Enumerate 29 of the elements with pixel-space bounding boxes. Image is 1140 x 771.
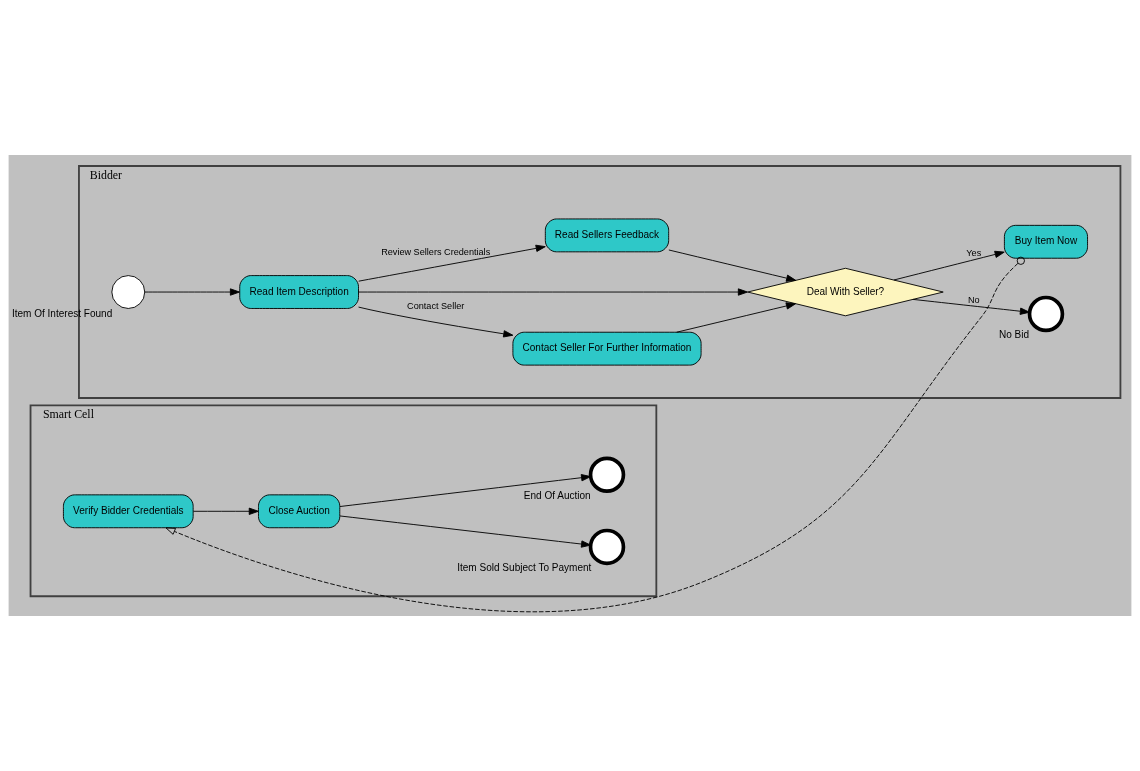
- arrow: [668, 249, 797, 282]
- edge-label: Review Sellers Credentials: [381, 246, 491, 257]
- edge-label: No: [967, 295, 980, 305]
- arrow: [358, 244, 546, 282]
- arrow: [676, 302, 796, 333]
- node-circle: [588, 456, 626, 494]
- node-box: Verify Bidder Credentials: [62, 494, 194, 529]
- node-label: No Bid: [998, 329, 1030, 341]
- edge-label: Contact Seller: [407, 301, 465, 312]
- arrow: [144, 288, 240, 296]
- arrow: [165, 256, 1025, 612]
- node-label: End Of Auction: [523, 490, 591, 502]
- node-circle: [1027, 295, 1065, 333]
- node-box: Close Auction: [258, 494, 341, 529]
- node-circle: [111, 275, 146, 309]
- arrow: [912, 298, 1030, 315]
- arrow: [893, 250, 1005, 281]
- node-box: Contact Seller For Further Information: [512, 331, 702, 366]
- arrow: [339, 515, 592, 548]
- edge-label: Yes: [966, 247, 982, 258]
- node-box: Read Item Description: [239, 275, 359, 309]
- node-box: Buy Item Now: [1003, 224, 1088, 259]
- arrow: [192, 507, 259, 515]
- arrow: [358, 306, 514, 338]
- node-diamond: Deal With Seller?: [747, 267, 944, 317]
- arrow: [339, 474, 592, 507]
- node-box: Read Sellers Feedback: [544, 218, 670, 253]
- arrow: [358, 288, 748, 296]
- node-label: Item Sold Subject To Payment: [457, 562, 592, 574]
